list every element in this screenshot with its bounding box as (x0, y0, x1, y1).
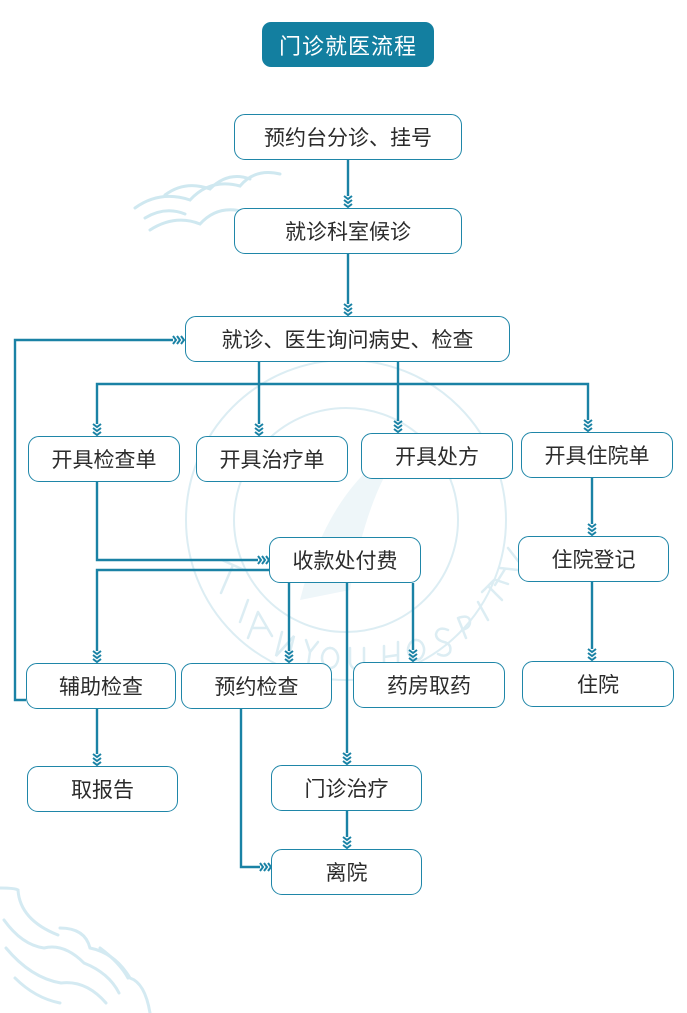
arrow-down-icon (342, 836, 352, 849)
connector-exam-order-to-payment (95, 482, 258, 562)
connector-consultation-branch (95, 362, 590, 424)
node-exam-appointment: 预约检查 (181, 663, 332, 709)
arrow-down-icon (583, 419, 593, 432)
connector-auxiliary-loop-back (13, 338, 173, 702)
arrow-down-icon (92, 753, 102, 766)
node-payment: 收款处付费 (269, 537, 421, 583)
node-consultation: 就诊、医生询问病史、检查 (185, 316, 510, 362)
arrow-right-icon (172, 335, 185, 345)
arrow-down-icon (408, 649, 418, 662)
node-admission-order: 开具住院单 (521, 432, 673, 478)
node-auxiliary-exam: 辅助检查 (26, 663, 176, 709)
node-pharmacy: 药房取药 (353, 662, 505, 708)
arrow-down-icon (587, 648, 597, 661)
arrow-down-icon (343, 195, 353, 208)
node-admission-registration: 住院登记 (518, 536, 669, 582)
arrow-right-icon (259, 862, 272, 872)
node-registration: 预约台分诊、挂号 (234, 114, 462, 160)
node-hospitalization: 住院 (522, 661, 674, 707)
arrow-down-icon (587, 523, 597, 536)
arrow-down-icon (254, 423, 264, 436)
arrow-down-icon (343, 303, 353, 316)
node-prescription: 开具处方 (361, 433, 513, 479)
node-treatment-order: 开具治疗单 (196, 436, 348, 482)
arrow-down-icon (342, 752, 352, 765)
connector-payment-to-auxiliary (95, 568, 269, 651)
arrow-down-icon (92, 423, 102, 436)
arrow-down-icon (92, 650, 102, 663)
node-outpatient-treatment: 门诊治疗 (271, 765, 422, 811)
wave-pattern-top (133, 171, 282, 232)
arrow-right-icon (257, 555, 270, 565)
node-waiting: 就诊科室候诊 (234, 208, 462, 254)
node-discharge: 离院 (271, 849, 422, 895)
wave-pattern-bottom (0, 886, 152, 1013)
connector-appointment-to-discharge (239, 709, 260, 869)
arrow-down-icon (284, 650, 294, 663)
arrow-down-icon (393, 420, 403, 433)
page-title: 门诊就医流程 (262, 22, 434, 67)
node-exam-order: 开具检查单 (28, 436, 180, 482)
node-get-report: 取报告 (27, 766, 178, 812)
